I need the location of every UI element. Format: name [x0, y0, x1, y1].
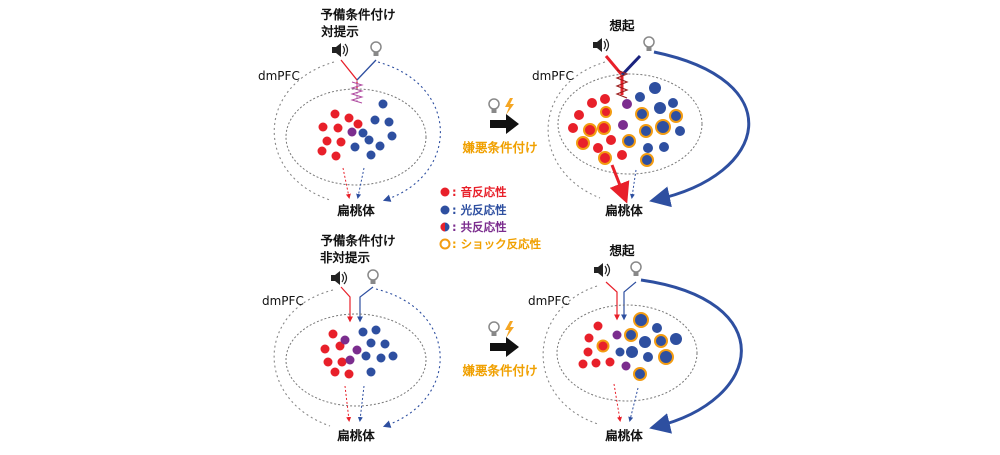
- svg-text:: 音反応性: : 音反応性: [452, 185, 507, 199]
- panel-title-line1: 予備条件付け: [320, 7, 395, 22]
- legend-item-coresponse: : 共反応性: [440, 220, 507, 234]
- neuron-cluster: [568, 82, 685, 167]
- lightning-icon: [505, 321, 514, 338]
- legend-item-shock: : ショック反応性: [439, 237, 542, 251]
- arrow-right-icon: [490, 337, 519, 357]
- dmpfc-region: [556, 304, 698, 402]
- legend-item-tone: : 音反応性: [440, 185, 507, 199]
- lightbulb-icon: [488, 98, 500, 113]
- target-label: 扁桃体: [336, 428, 375, 443]
- arrow-right-icon: [490, 114, 519, 134]
- target-label: 扁桃体: [604, 428, 643, 443]
- panel-title: 想起: [608, 18, 635, 33]
- neuron-cluster: [320, 325, 398, 379]
- dmpfc-region: [557, 73, 703, 175]
- conditioning-label: 嫌悪条件付け: [461, 140, 537, 155]
- lightning-icon: [505, 98, 514, 115]
- region-label: dmPFC: [528, 294, 570, 308]
- neuron-cluster: [578, 312, 682, 381]
- speaker-icon: [332, 43, 349, 57]
- panel-bottom-left: 予備条件付け 非対提示 dmPFC 扁桃体: [262, 233, 441, 443]
- lightbulb-icon: [488, 321, 500, 336]
- svg-text:: 光反応性: : 光反応性: [452, 203, 507, 217]
- region-label: dmPFC: [262, 294, 304, 308]
- target-label: 扁桃体: [336, 203, 375, 218]
- dmpfc-region: [285, 88, 427, 186]
- panel-title-line2: 対提示: [320, 24, 359, 39]
- svg-text:: 共反応性: : 共反応性: [452, 220, 507, 234]
- legend-item-light: : 光反応性: [440, 203, 507, 217]
- svg-text:: ショック反応性: : ショック反応性: [452, 237, 542, 251]
- panel-top-left: 予備条件付け 対提示 dmPFC 扁桃体: [258, 7, 441, 218]
- target-label: 扁桃体: [604, 203, 643, 218]
- panel-title-line1: 予備条件付け: [320, 233, 395, 248]
- legend: : 音反応性 : 光反応性 : 共反応性 : ショック反応性: [439, 185, 542, 251]
- dmpfc-region: [285, 313, 427, 407]
- conditioning-label: 嫌悪条件付け: [461, 363, 537, 378]
- lightbulb-icon: [367, 269, 379, 284]
- region-label: dmPFC: [258, 69, 300, 83]
- panel-title: 想起: [608, 243, 635, 258]
- speaker-icon: [331, 271, 348, 285]
- panel-title-line2: 非対提示: [320, 250, 371, 265]
- panel-bottom-right: 想起 dmPFC 扁桃体: [528, 243, 743, 443]
- lightbulb-icon: [370, 41, 382, 56]
- neuron-cluster: [317, 99, 397, 161]
- region-label: dmPFC: [532, 69, 574, 83]
- panel-top-right: 想起 dmPFC: [532, 18, 751, 218]
- conditioning-bottom: 嫌悪条件付け: [461, 321, 538, 378]
- conditioning-top: 嫌悪条件付け: [461, 98, 538, 155]
- lightbulb-icon: [630, 261, 642, 276]
- lightbulb-icon: [643, 36, 655, 51]
- speaker-icon: [593, 38, 610, 52]
- speaker-icon: [594, 263, 611, 277]
